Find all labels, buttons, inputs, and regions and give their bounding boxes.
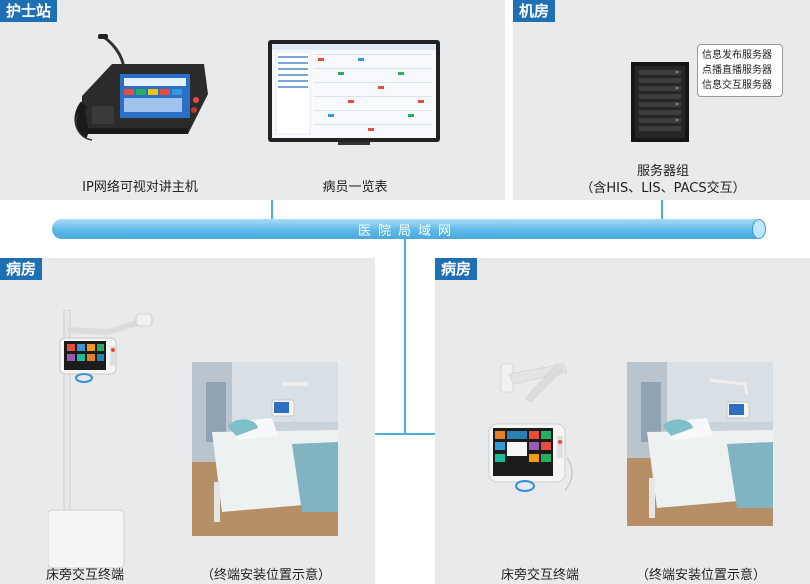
bedside-terminal-caption-left: 床旁交互终端 — [45, 568, 124, 583]
install-caption-left: （终端安装位置示意） — [200, 568, 331, 583]
install-caption-right: （终端安装位置示意） — [635, 568, 766, 583]
ward-left-title: 病房 — [0, 258, 43, 280]
ward-left-panel: 病房 床旁交互终端 （终端安装位置示意） — [0, 258, 375, 584]
link-server-to-bus — [661, 200, 663, 220]
bus-end-cap — [752, 219, 766, 239]
hospital-lan-bus: 医院局域网 — [52, 219, 766, 239]
nurse-station-title: 护士站 — [0, 0, 58, 22]
ward-right-panel: 病房 床旁交互终端 （终端 — [435, 258, 810, 584]
nurse-station-panel: 护士站 IP网络可视对讲主机 — [0, 0, 505, 200]
intercom-caption: IP网络可视对讲主机 — [82, 180, 198, 195]
server-list: 信息发布服务器 点播直播服务器 信息交互服务器 — [697, 44, 783, 97]
intercom-host-image — [74, 34, 208, 141]
link-bus-to-wards — [404, 239, 406, 434]
patient-overview-display-image — [268, 40, 440, 145]
link-intercom-to-bus — [271, 200, 273, 220]
install-photo-left — [192, 362, 338, 536]
patient-overview-caption: 病员一览表 — [322, 180, 388, 195]
floor-stand-terminal-image — [48, 310, 153, 569]
server-item: 点播直播服务器 — [702, 65, 772, 76]
install-photo-right — [627, 362, 773, 526]
link-ward-left — [374, 433, 405, 435]
bedside-terminal-caption-right: 床旁交互终端 — [500, 568, 579, 583]
link-ward-right — [404, 433, 436, 435]
server-group-subcaption: （含HIS、LIS、PACS交互） — [580, 181, 746, 196]
server-item: 信息交互服务器 — [702, 80, 772, 91]
server-item: 信息发布服务器 — [702, 50, 772, 61]
wall-arm-terminal-image — [488, 363, 573, 492]
machine-room-title: 机房 — [513, 0, 556, 22]
ward-right-title: 病房 — [435, 258, 478, 280]
machine-room-panel: 机房 信息发布服务器 点播直播服务器 信息交互服务器 服务器组 （含HIS、LI… — [513, 0, 810, 200]
server-rack-image — [631, 62, 689, 142]
hospital-lan-label: 医院局域网 — [357, 224, 458, 239]
server-group-caption: 服务器组 — [636, 164, 689, 179]
